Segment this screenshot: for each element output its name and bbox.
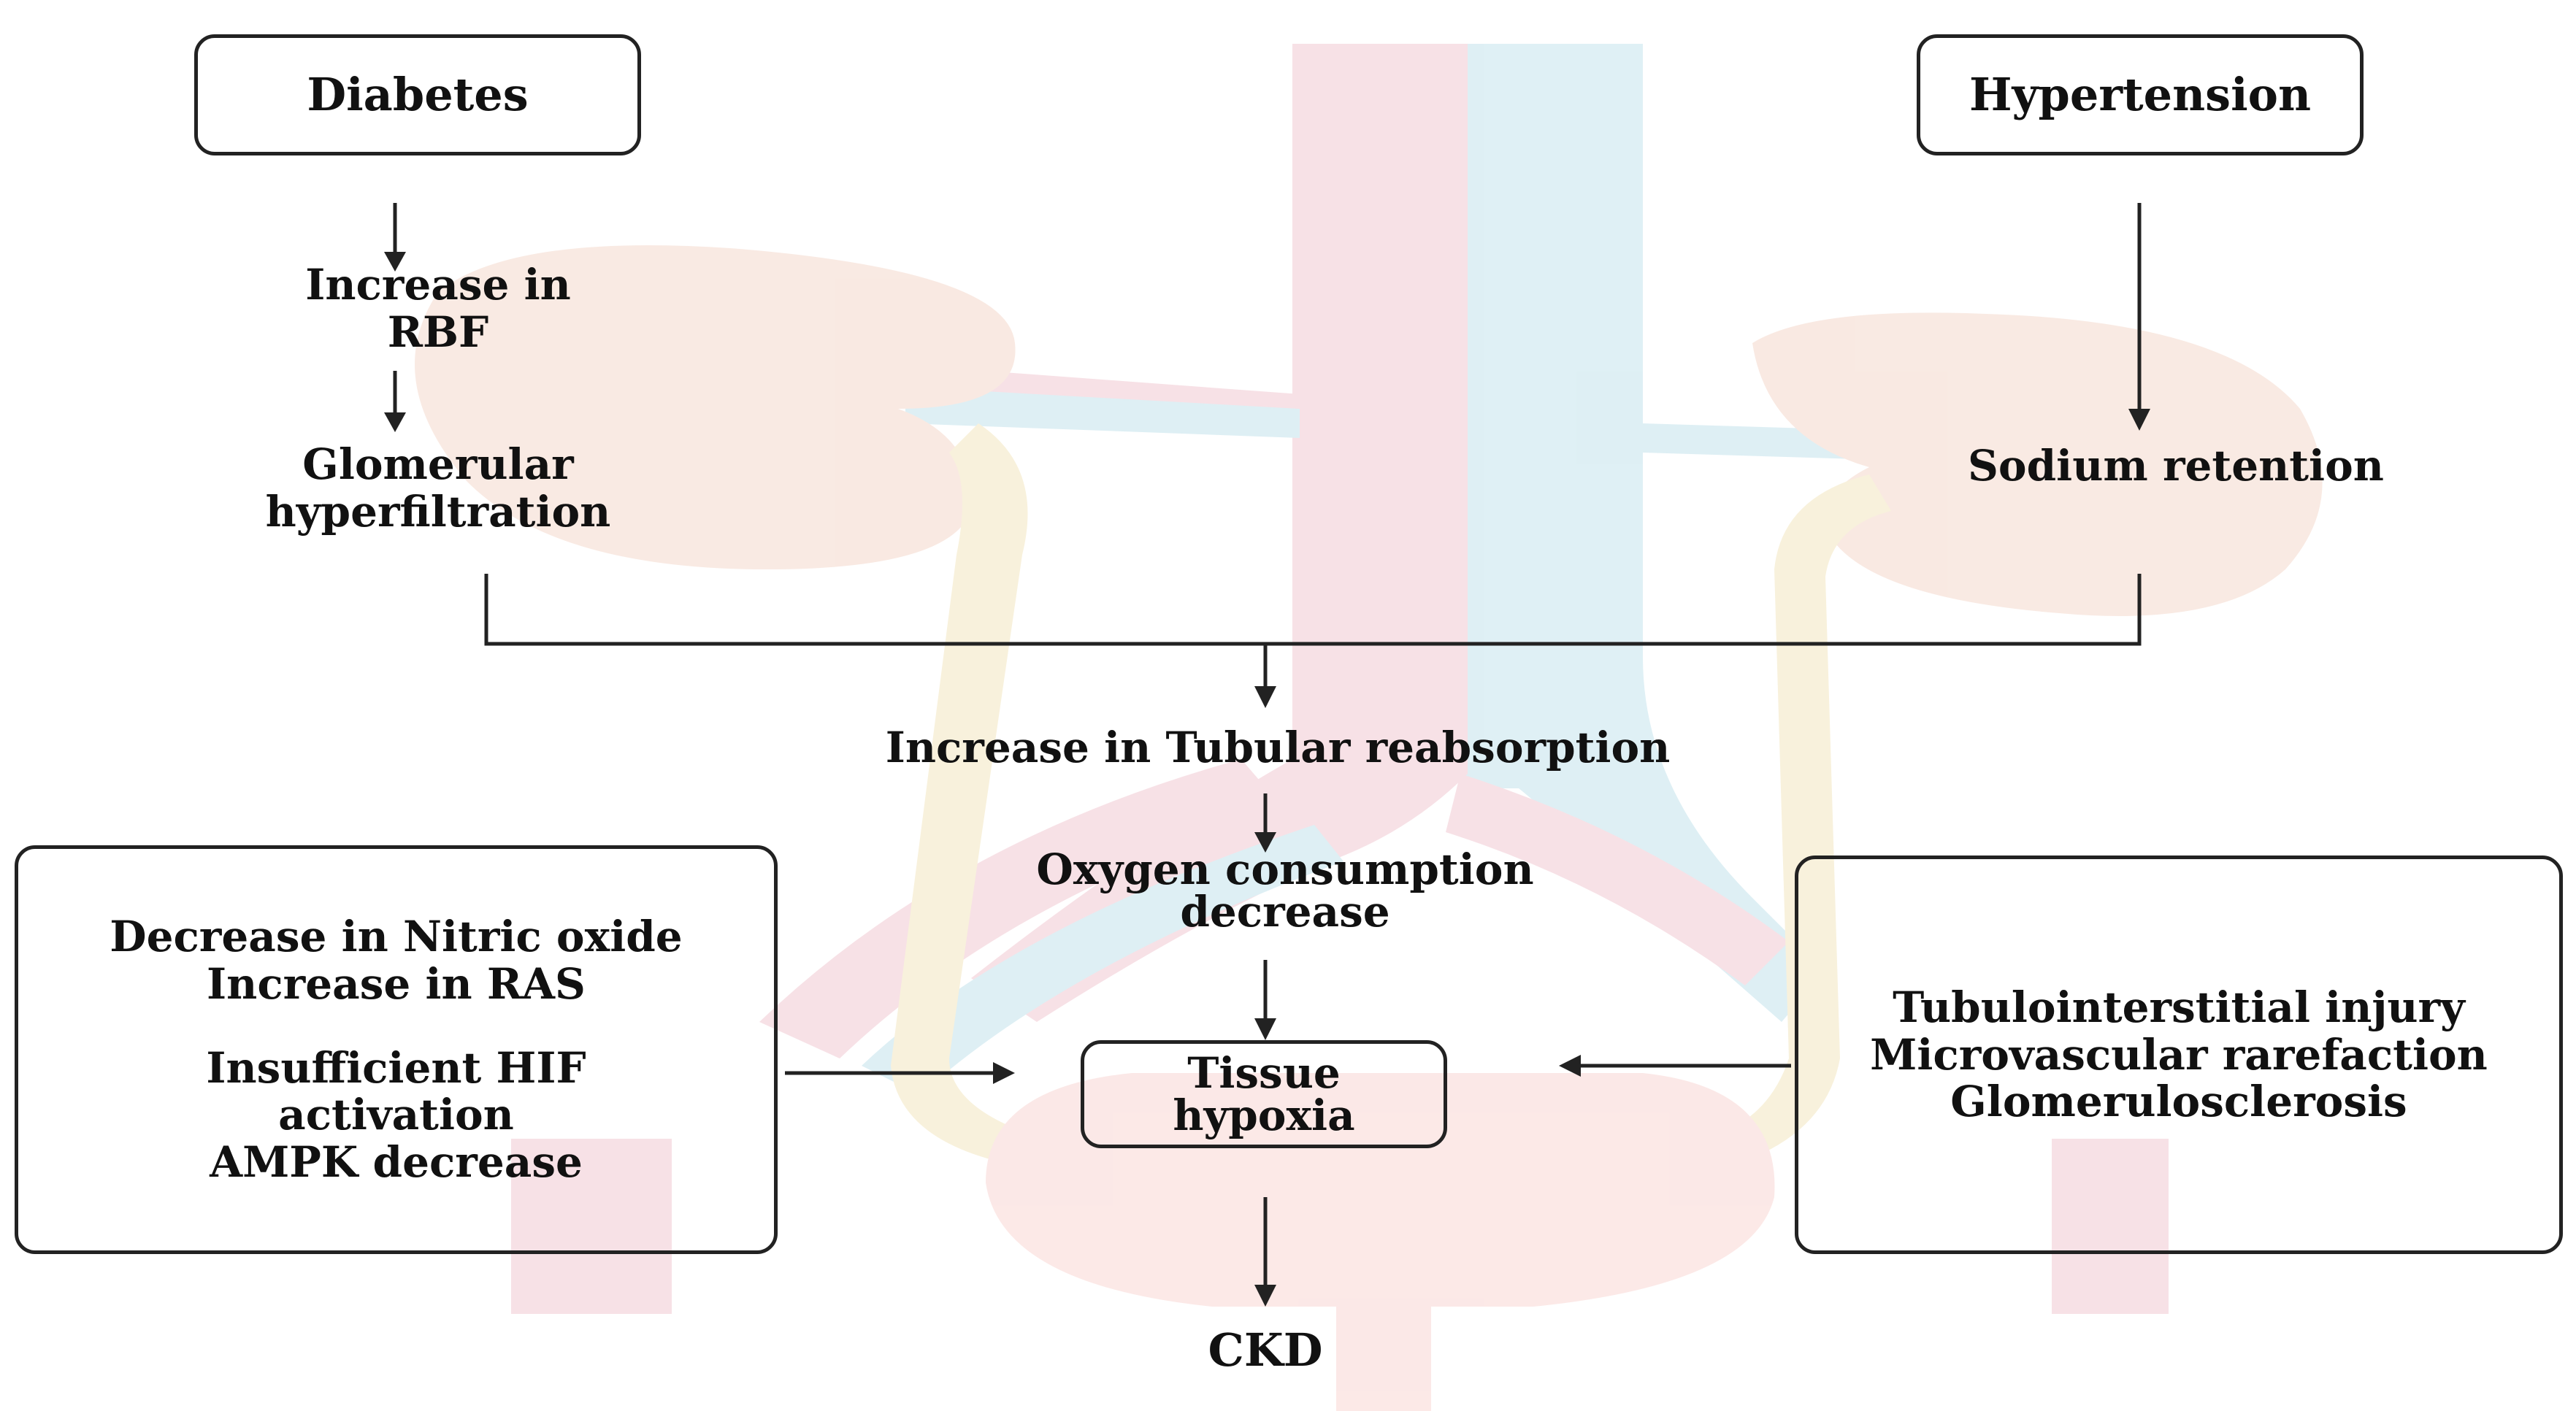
hypertension-label: Hypertension — [1969, 68, 2312, 122]
hypoxia-line1: Tissue — [1187, 1048, 1341, 1098]
left-kidney — [415, 245, 1016, 569]
right-factors-list: Tubulointerstitial injury Microvascular … — [1870, 982, 2488, 1127]
arrowhead-right — [1559, 1055, 1581, 1077]
arrowhead-left — [993, 1062, 1015, 1084]
right-leg-vessel — [2052, 1139, 2169, 1314]
arrowhead-glomerular — [384, 412, 406, 432]
arrowhead-sodium — [2128, 409, 2150, 431]
left-factor-hif: Insufficient HIF — [206, 1042, 586, 1093]
left-factor-nitric-oxide: Decrease in Nitric oxide — [110, 911, 683, 961]
tissue-hypoxia-box: Tissue hypoxia — [1081, 1040, 1447, 1148]
aorta — [971, 44, 1468, 1022]
right-factor-glomerulosclerosis: Glomerulosclerosis — [1950, 1077, 2407, 1127]
left-factors-group1: Decrease in Nitric oxide Increase in RAS — [110, 911, 683, 1009]
right-iliac-artery — [1446, 774, 1789, 985]
right-factors-box: Tubulointerstitial injury Microvascular … — [1795, 856, 2563, 1254]
vena-cava — [1460, 44, 1825, 1022]
arrowhead-oxygen — [1254, 832, 1276, 853]
right-ureter — [1701, 474, 1891, 1168]
urethra — [1336, 1299, 1431, 1411]
tubular-reabsorption-label: Increase in Tubular reabsorption — [885, 723, 1671, 772]
sodium-retention-label: Sodium retention — [1968, 441, 2384, 491]
oxygen-consumption-label: Oxygen consumption decrease — [971, 848, 1599, 933]
glomerular-line1: Glomerular — [302, 439, 574, 489]
left-factors-box: Decrease in Nitric oxide Increase in RAS… — [15, 845, 778, 1254]
left-iliac-vein — [862, 825, 1343, 1095]
merge-bracket — [484, 574, 2142, 646]
right-factor-tubulointerstitial: Tubulointerstitial injury — [1893, 982, 2465, 1032]
glomerular-line2: hyperfiltration — [265, 486, 611, 537]
oxygen-line1: Oxygen consumption — [1036, 845, 1534, 894]
tissue-hypoxia-label: Tissue hypoxia — [1173, 1052, 1354, 1137]
left-ureter — [891, 423, 1044, 1168]
arrowhead-tubular — [1254, 686, 1276, 708]
increase-rbf-label: Increase in RBF — [256, 261, 621, 356]
right-factor-microvascular: Microvascular rarefaction — [1870, 1029, 2488, 1080]
left-iliac-artery — [759, 759, 1285, 1058]
arrowhead-hypoxia — [1254, 1018, 1276, 1040]
left-leg-vessel — [511, 1139, 672, 1314]
right-kidney — [1752, 312, 2323, 616]
left-factor-activation: activation — [278, 1090, 514, 1140]
anatomy-layer — [415, 44, 2323, 1411]
left-renal-vessels — [905, 380, 1300, 438]
hypertension-box: Hypertension — [1917, 34, 2364, 155]
arrowheads — [384, 252, 2150, 1307]
arrowhead-ckd — [1254, 1285, 1276, 1307]
bladder — [986, 1073, 1775, 1307]
left-factor-ras: Increase in RAS — [207, 958, 586, 1009]
arrows — [393, 203, 2142, 1288]
left-factors-group2: Insufficient HIF activation AMPK decreas… — [206, 1042, 586, 1188]
left-factor-ampk: AMPK decrease — [210, 1137, 583, 1188]
arrowhead-rbf — [384, 252, 406, 272]
diabetes-box: Diabetes — [194, 34, 641, 155]
ckd-label: CKD — [1208, 1323, 1323, 1377]
increase-rbf-line1: Increase in — [305, 260, 571, 310]
diabetes-label: Diabetes — [307, 68, 529, 122]
glomerular-hyperfiltration-label: Glomerular hyperfiltration — [219, 441, 657, 536]
increase-rbf-line2: RBF — [387, 307, 489, 357]
hypoxia-line2: hypoxia — [1173, 1091, 1355, 1140]
oxygen-line2: decrease — [1180, 887, 1390, 937]
